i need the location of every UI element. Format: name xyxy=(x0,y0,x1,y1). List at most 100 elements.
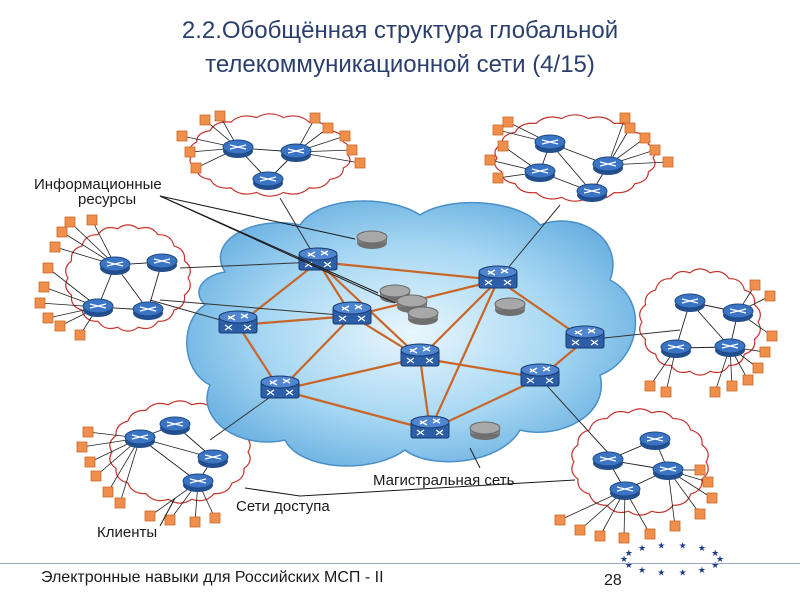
client-terminal-icon xyxy=(209,512,221,524)
access-networks-label: Сети доступа xyxy=(236,498,330,515)
access-router-icon xyxy=(714,338,746,358)
client-terminal-icon xyxy=(694,464,706,476)
backbone-switch-icon xyxy=(520,363,560,387)
client-terminal-icon xyxy=(199,114,211,126)
access-network-outline xyxy=(639,268,761,376)
star-glyph: ★ xyxy=(638,544,646,554)
client-terminal-icon xyxy=(190,162,202,174)
star-glyph: ★ xyxy=(679,541,687,551)
client-terminal-icon xyxy=(752,362,764,374)
client-terminal-icon xyxy=(502,116,514,128)
client-terminal-icon xyxy=(766,330,778,342)
client-terminal-icon xyxy=(749,279,761,291)
client-terminal-icon xyxy=(574,524,586,536)
server-icon xyxy=(494,297,526,317)
client-terminal-icon xyxy=(90,470,102,482)
client-terminal-icon xyxy=(764,290,776,302)
server-icon xyxy=(407,306,439,326)
clients-label: Клиенты xyxy=(97,524,157,541)
title-line-1: 2.2.Обобщённая структура глобальной xyxy=(181,17,619,44)
star-glyph: ★ xyxy=(625,549,633,559)
backbone-switch-icon xyxy=(565,325,605,349)
star-glyph: ★ xyxy=(657,541,665,551)
client-terminal-icon xyxy=(64,216,76,228)
client-terminal-icon xyxy=(644,528,656,540)
client-terminal-icon xyxy=(492,172,504,184)
client-terminal-icon xyxy=(84,456,96,468)
access-router-icon xyxy=(652,461,684,481)
client-terminal-icon xyxy=(484,154,496,166)
client-terminal-icon xyxy=(309,112,321,124)
client-terminal-icon xyxy=(184,146,196,158)
client-terminal-icon xyxy=(176,130,188,142)
access-router-icon xyxy=(280,143,312,163)
client-terminal-icon xyxy=(322,122,334,134)
client-terminal-icon xyxy=(114,497,126,509)
access-router-icon xyxy=(99,256,131,276)
access-network-outline xyxy=(65,224,191,332)
client-terminal-icon xyxy=(42,262,54,274)
access-router-icon xyxy=(534,134,566,154)
access-router-icon xyxy=(82,298,114,318)
client-terminal-icon xyxy=(76,441,88,453)
backbone-switch-icon xyxy=(400,343,440,367)
access-router-icon xyxy=(524,163,556,183)
client-terminal-icon xyxy=(164,514,176,526)
footer-text: Электронные навыки для Российских МСП - … xyxy=(41,569,384,586)
star-glyph: ★ xyxy=(657,569,665,579)
client-terminal-icon xyxy=(639,132,651,144)
backbone-switch-icon xyxy=(410,415,450,439)
star-glyph: ★ xyxy=(625,561,633,571)
client-terminal-icon xyxy=(339,130,351,142)
client-terminal-icon xyxy=(709,386,721,398)
access-router-icon xyxy=(660,339,692,359)
client-terminal-icon xyxy=(346,144,358,156)
info-resources-pointers xyxy=(159,195,396,304)
access-network-outline xyxy=(571,408,709,516)
server-icon xyxy=(469,421,501,441)
page-number: 28 xyxy=(604,572,622,589)
access-router-icon xyxy=(146,253,178,273)
client-terminal-icon xyxy=(742,374,754,386)
client-terminal-icon xyxy=(86,214,98,226)
client-terminal-icon xyxy=(54,320,66,332)
access-router-icon xyxy=(132,301,164,321)
client-terminal-icon xyxy=(189,516,201,528)
title-line-2: телекоммуникационной сети (4/15) xyxy=(205,51,595,78)
label-pointers xyxy=(159,447,576,527)
client-terminal-icon xyxy=(144,510,156,522)
info-resources-label-line1: Информационные xyxy=(34,176,162,193)
star-glyph: ★ xyxy=(711,561,719,571)
client-terminal-icon xyxy=(759,346,771,358)
star-glyph: ★ xyxy=(698,566,706,576)
client-terminal-icon xyxy=(74,329,86,341)
star-glyph: ★ xyxy=(711,549,719,559)
access-router-icon xyxy=(159,416,191,436)
backbone-label: Магистральная сеть xyxy=(373,472,515,489)
client-terminal-icon xyxy=(492,124,504,136)
access-router-icon xyxy=(252,171,284,191)
star-glyph: ★ xyxy=(698,544,706,554)
access-router-icon xyxy=(592,451,624,471)
client-terminal-icon xyxy=(554,514,566,526)
star-glyph: ★ xyxy=(620,555,628,565)
client-terminal-icon xyxy=(726,380,738,392)
client-terminal-icon xyxy=(694,508,706,520)
backbone-switch-icon xyxy=(218,310,258,334)
client-terminal-icon xyxy=(34,297,46,309)
client-terminal-icon xyxy=(354,157,366,169)
access-router-icon xyxy=(197,449,229,469)
slide-title: 2.2.Обобщённая структура глобальной теле… xyxy=(0,14,800,82)
backbone-switch-icon xyxy=(478,265,518,289)
access-router-icon xyxy=(722,303,754,323)
client-terminal-icon xyxy=(644,380,656,392)
client-terminal-icon xyxy=(618,532,630,544)
client-terminal-icon xyxy=(102,486,114,498)
access-router-icon xyxy=(182,473,214,493)
client-terminal-icon xyxy=(649,144,661,156)
star-glyph: ★ xyxy=(716,555,724,565)
client-link xyxy=(119,437,141,504)
client-terminal-icon xyxy=(49,241,61,253)
star-glyph: ★ xyxy=(679,569,687,579)
